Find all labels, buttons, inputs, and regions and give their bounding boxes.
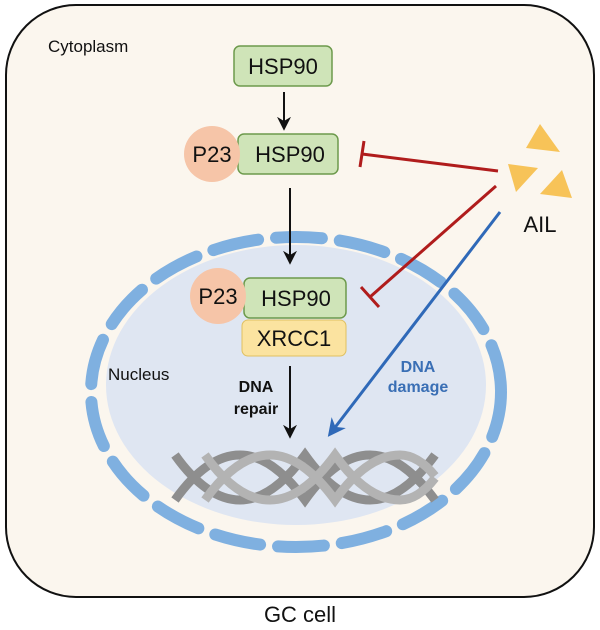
dna-repair-label-line1: DNA [239, 379, 274, 396]
p23-nuc [190, 268, 246, 324]
xrcc1-box [241, 319, 347, 357]
p23-hsp90-xrcc1-nuclear-complex: P23 HSP90 XRCC1 [190, 268, 347, 357]
p23-cyto-label: P23 [192, 142, 231, 167]
cell-caption: GC cell [264, 602, 336, 627]
xrcc1-label: XRCC1 [257, 326, 332, 351]
ail-triangle-3 [540, 170, 572, 198]
ail-triangle-2 [508, 164, 538, 192]
ail-triangle-1 [526, 124, 560, 152]
hsp90-free: HSP90 [233, 45, 333, 87]
inhibition-cytoplasmic-hsp90 [358, 140, 499, 173]
dna-damage-label-line2: damage [388, 379, 449, 396]
dna-helix [171, 447, 439, 508]
p23-hsp90-cytoplasm-complex: P23 HSP90 [184, 126, 339, 182]
p23-nuc-label: P23 [198, 284, 237, 309]
hsp90-cyto-label: HSP90 [255, 142, 325, 167]
nuclear-envelope [85, 231, 507, 553]
ail-molecules [508, 124, 572, 198]
cytoplasm-label: Cytoplasm [48, 37, 128, 56]
dna-strand-b [201, 447, 439, 508]
hsp90-free-label: HSP90 [248, 54, 318, 79]
nucleus-label: Nucleus [108, 365, 169, 384]
inhibition-nuclear-hsp90 [359, 184, 497, 309]
arrow-dna-damage [327, 211, 502, 437]
dna-damage-label-line1: DNA [401, 359, 436, 376]
p23-cyto [184, 126, 240, 182]
hsp90-nuc-label: HSP90 [261, 286, 331, 311]
ail-label: AIL [523, 212, 556, 237]
dna-repair-label-line2: repair [234, 401, 278, 418]
